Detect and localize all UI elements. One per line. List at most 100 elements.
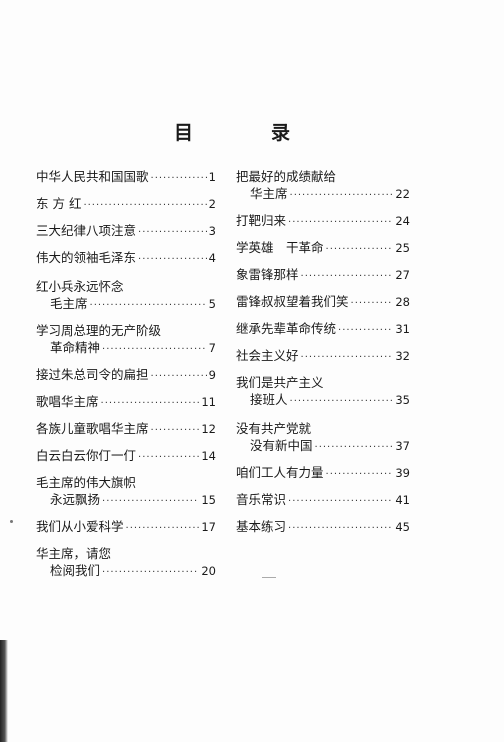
toc-page-number: 25	[395, 241, 410, 255]
toc-entry-title: 毛主席	[50, 296, 88, 311]
toc-leader-dots	[151, 422, 200, 439]
toc-entry[interactable]: 象雷锋那样27	[236, 266, 410, 283]
toc-entry-line: 雷锋叔叔望着我们笑28	[236, 293, 410, 310]
toc-leader-dots	[288, 493, 393, 510]
toc-entry-title: 学习周总理的无产阶级	[36, 323, 162, 338]
toc-entry-title: 打靶归来	[236, 213, 287, 228]
toc-entry-line: 毛主席的伟大旗帜	[36, 474, 216, 491]
toc-page-number: 41	[395, 493, 410, 507]
toc-entry-line: 打靶归来24	[236, 212, 410, 229]
toc-page-number: 39	[395, 466, 410, 480]
toc-entry[interactable]: 我们是共产主义接班人35	[236, 374, 410, 408]
toc-leader-dots	[288, 214, 393, 231]
toc-entry-line: 学英雄 干革命 25	[236, 239, 410, 256]
toc-page-number: 11	[201, 395, 216, 409]
toc-entry[interactable]: 白云白云你仃一仃14	[36, 447, 216, 464]
toc-entry-title: 检阅我们	[50, 563, 101, 578]
toc-entry[interactable]: 雷锋叔叔望着我们笑28	[236, 293, 410, 310]
toc-entry-line: 没有共产党就	[236, 420, 410, 437]
toc-entry[interactable]: 毛主席的伟大旗帜永远飘扬15	[36, 474, 216, 508]
toc-entry[interactable]: 伟大的领袖毛泽东4	[36, 249, 216, 266]
toc-leader-dots	[126, 520, 200, 537]
toc-leader-dots	[138, 224, 207, 241]
toc-entry-title: 学英雄 干革命	[236, 240, 324, 255]
toc-entry-line: 永远飘扬15	[36, 491, 216, 508]
toc-entry[interactable]: 各族儿童歌唱华主席12	[36, 420, 216, 437]
toc-entry[interactable]: 学英雄 干革命 25	[236, 239, 410, 256]
toc-entry-line: 歌唱华主席11	[36, 393, 216, 410]
toc-entry[interactable]: 我们从小爱科学17	[36, 518, 216, 535]
print-speck	[262, 577, 276, 578]
toc-entry-title: 没有共产党就	[236, 421, 312, 436]
toc-leader-dots	[83, 197, 206, 214]
toc-leader-dots	[290, 187, 394, 204]
toc-leader-dots	[102, 493, 199, 510]
toc-entry-title: 我们是共产主义	[236, 375, 324, 390]
toc-entry-title: 象雷锋那样	[236, 267, 299, 282]
toc-leader-dots	[151, 368, 207, 385]
toc-leader-dots	[101, 395, 200, 412]
toc-entry-line: 社会主义好 32	[236, 347, 410, 364]
toc-leader-dots	[290, 393, 394, 410]
toc-entry-line: 接班人35	[236, 391, 410, 408]
toc-entry-line: 把最好的成绩献给	[236, 168, 410, 185]
toc-entry-title: 白云白云你仃一仃	[36, 448, 137, 463]
toc-entry[interactable]: 没有共产党就没有新中国37	[236, 420, 410, 454]
toc-entry-line: 象雷锋那样27	[236, 266, 410, 283]
toc-entry-title: 咱们工人有力量	[236, 465, 324, 480]
toc-page-number: 5	[208, 297, 216, 311]
toc-page-number: 9	[208, 368, 216, 382]
toc-page-number: 1	[208, 170, 216, 184]
toc-page-number: 12	[201, 422, 216, 436]
toc-leader-dots	[315, 439, 394, 456]
toc-leader-dots	[102, 564, 199, 581]
toc-entry[interactable]: 咱们工人有力量 39	[236, 464, 410, 481]
toc-entry-title: 华主席	[250, 186, 288, 201]
toc-entry[interactable]: 打靶归来24	[236, 212, 410, 229]
toc-entry-title: 永远飘扬	[50, 492, 101, 507]
toc-entry-title: 把最好的成绩献给	[236, 169, 337, 184]
toc-entry[interactable]: 学习周总理的无产阶级革命精神7	[36, 322, 216, 356]
toc-page-number: 32	[395, 349, 410, 363]
toc-entry-line: 继承先辈革命传统31	[236, 320, 410, 337]
toc-entry-title: 三大纪律八项注意	[36, 223, 137, 238]
title-char-2: 录	[270, 122, 290, 144]
toc-entry-title: 毛主席的伟大旗帜	[36, 475, 137, 490]
title-char-1: 目	[174, 122, 194, 144]
toc-entry-line: 华主席22	[236, 185, 410, 202]
toc-entry[interactable]: 歌唱华主席11	[36, 393, 216, 410]
toc-page-number: 7	[208, 341, 216, 355]
toc-entry[interactable]: 三大纪律八项注意 3	[36, 222, 216, 239]
toc-entry-line: 基本练习 45	[236, 518, 410, 535]
toc-entry[interactable]: 华主席，请您检阅我们20	[36, 545, 216, 579]
toc-entry-line: 音乐常识41	[236, 491, 410, 508]
toc-entry-line: 检阅我们20	[36, 562, 216, 579]
toc-leader-dots	[102, 341, 207, 358]
toc-page-number: 4	[208, 251, 216, 265]
toc-entry-title: 中华人民共和国国歌	[36, 169, 149, 184]
toc-entry-title: 雷锋叔叔望着我们笑	[236, 294, 349, 309]
toc-entry[interactable]: 社会主义好 32	[236, 347, 410, 364]
toc-entry-line: 中华人民共和国国歌 1	[36, 168, 216, 185]
toc-entry[interactable]: 东 方 红 2	[36, 195, 216, 212]
toc-entry[interactable]: 接过朱总司令的扁担9	[36, 366, 216, 383]
toc-page-number: 35	[395, 393, 410, 407]
toc-entry[interactable]: 把最好的成绩献给华主席22	[236, 168, 410, 202]
toc-leader-dots	[90, 297, 207, 314]
page-title: 目 录	[150, 118, 350, 145]
toc-leader-dots	[326, 241, 394, 258]
toc-entry-title: 社会主义好	[236, 348, 299, 363]
toc-leader-dots	[338, 322, 393, 339]
toc-page-number: 2	[208, 197, 216, 211]
toc-entry-title: 东 方 红	[36, 196, 82, 211]
toc-entry-title: 基本练习	[236, 519, 287, 534]
toc-entry[interactable]: 中华人民共和国国歌 1	[36, 168, 216, 185]
toc-entry[interactable]: 基本练习 45	[236, 518, 410, 535]
page-edge-shadow	[0, 640, 8, 742]
toc-entry[interactable]: 继承先辈革命传统31	[236, 320, 410, 337]
toc-page-number: 3	[208, 224, 216, 238]
toc-entry[interactable]: 音乐常识41	[236, 491, 410, 508]
toc-page-number: 37	[395, 439, 410, 453]
toc-entry[interactable]: 红小兵永远怀念毛主席5	[36, 278, 216, 312]
toc-page-number: 45	[395, 520, 410, 534]
